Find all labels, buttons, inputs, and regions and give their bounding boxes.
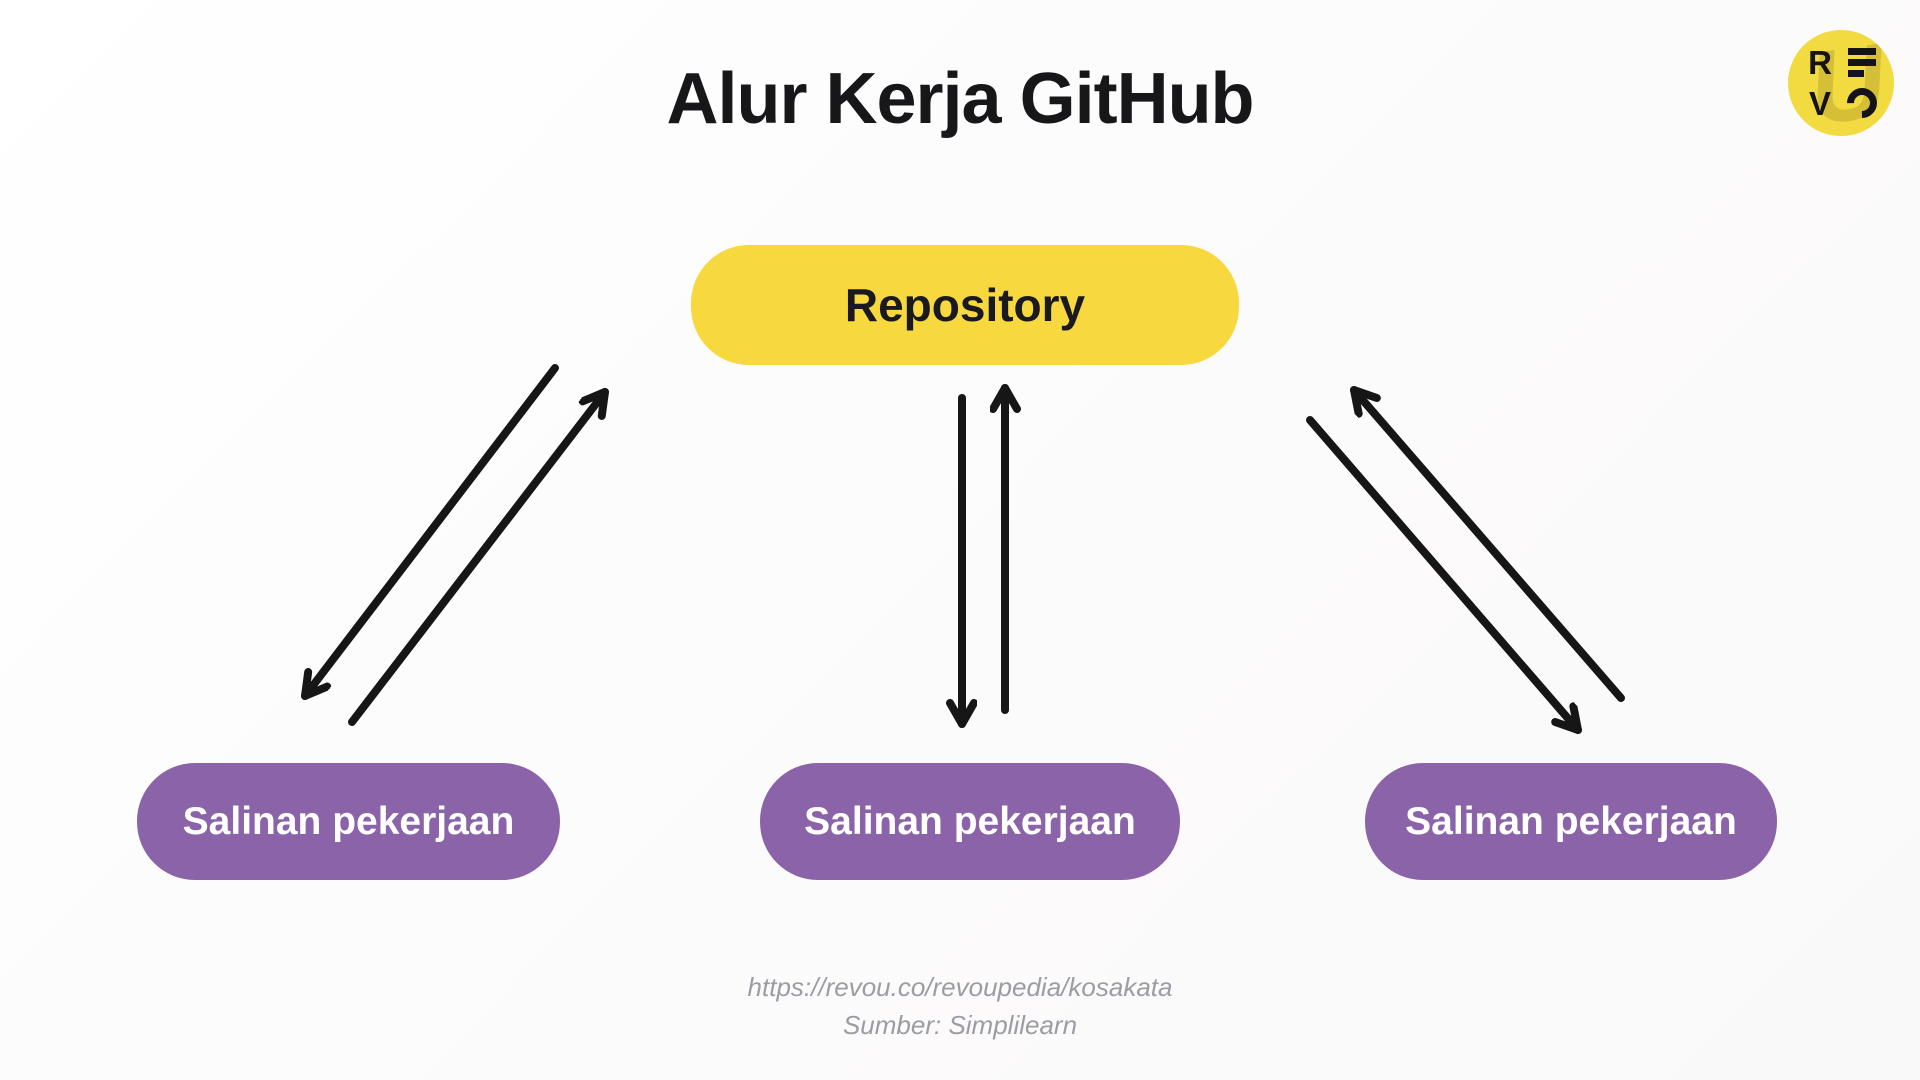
logo-letter-v: V xyxy=(1808,85,1831,122)
arrow-repo-to-copyleft xyxy=(301,364,559,700)
node-working-copy-left: Salinan pekerjaan xyxy=(137,763,560,880)
logo-letter-e-bars-icon xyxy=(1846,46,1878,79)
footer-source: Sumber: Simplilearn xyxy=(842,1010,1078,1040)
arrow-copyleft-to-repo xyxy=(348,388,609,726)
arrow-repo-to-copyright xyxy=(1306,416,1582,734)
node-repository-label: Repository xyxy=(844,279,1086,331)
node-repository: Repository xyxy=(691,245,1239,365)
node-working-copy-right: Salinan pekerjaan xyxy=(1365,763,1777,880)
arrow-copyright-to-repo xyxy=(1350,386,1625,702)
footer-url: https://revou.co/revoupedia/kosakata xyxy=(747,972,1173,1002)
node-working-copy-right-label: Salinan pekerjaan xyxy=(1405,799,1737,843)
node-working-copy-left-label: Salinan pekerjaan xyxy=(182,799,515,843)
page-title: Alur Kerja GitHub xyxy=(666,59,1254,139)
footer: https://revou.co/revoupedia/kosakata Sum… xyxy=(0,968,1920,1044)
node-working-copy-middle-label: Salinan pekerjaan xyxy=(804,799,1136,843)
logo-letter-grid: R V xyxy=(1804,44,1884,125)
revou-logo: U R V xyxy=(1788,30,1894,136)
logo-letter-r: R xyxy=(1808,44,1832,81)
node-working-copy-middle: Salinan pekerjaan xyxy=(760,763,1180,880)
